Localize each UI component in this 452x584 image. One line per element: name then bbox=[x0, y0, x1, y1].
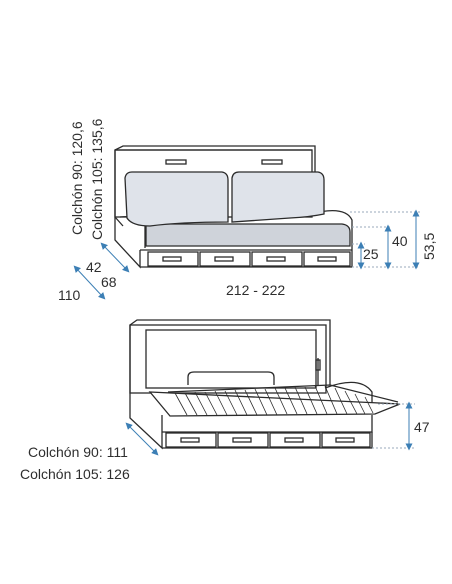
bed-open-drawing bbox=[129, 319, 401, 450]
drawer-1 bbox=[147, 251, 199, 267]
depth-label-68: 68 bbox=[101, 274, 117, 290]
sofa-configuration-drawing bbox=[114, 145, 353, 269]
bed-depth-label-mattress-105: Colchón 105: 126 bbox=[20, 466, 130, 482]
drawer-4 bbox=[303, 251, 351, 267]
bed-dimension-text: 47 Colchón 90: 111 Colchón 105: 126 bbox=[20, 419, 430, 482]
sofa-dimension-text: Colchón 90: 120,6 Colchón 105: 135,6 212… bbox=[58, 118, 437, 303]
bed-dimension-lines bbox=[125, 401, 415, 456]
drawer-height-label: 25 bbox=[363, 246, 379, 262]
depth-label-110: 110 bbox=[58, 287, 81, 303]
drawer-2 bbox=[199, 251, 251, 267]
height-label-mattress-105: Colchón 105: 135,6 bbox=[89, 118, 105, 240]
top-handle-right bbox=[261, 159, 283, 165]
height-label-mattress-90: Colchón 90: 120,6 bbox=[69, 121, 85, 235]
seat-height-label: 40 bbox=[392, 233, 408, 249]
top-handle-left bbox=[165, 159, 187, 165]
bed-height-label: 47 bbox=[414, 419, 430, 435]
depth-label-42: 42 bbox=[86, 259, 102, 275]
sofa-dimension-lines bbox=[73, 209, 420, 300]
width-label: 212 - 222 bbox=[226, 282, 285, 298]
arm-height-label: 53,5 bbox=[421, 233, 437, 260]
bed-depth-label-mattress-90: Colchón 90: 111 bbox=[28, 444, 128, 460]
drawer-3 bbox=[251, 251, 303, 267]
